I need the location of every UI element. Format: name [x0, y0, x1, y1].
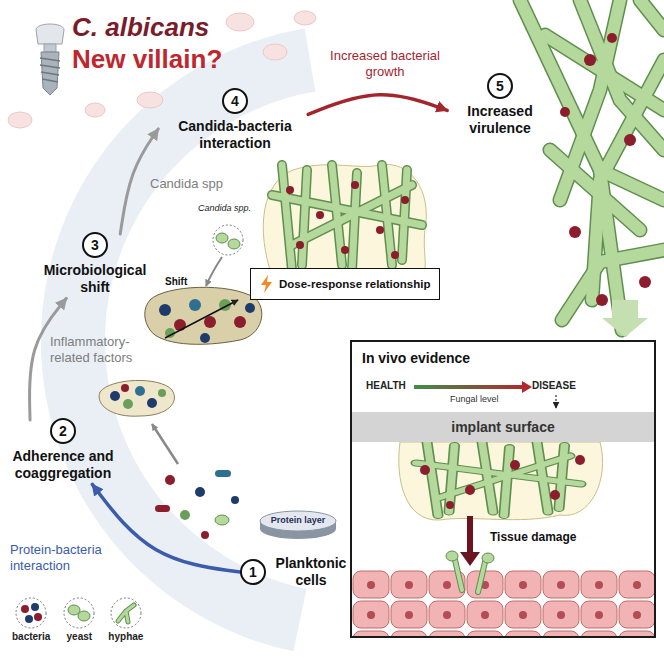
- panel-heading: In vivo evidence: [362, 350, 644, 367]
- stage-step: 5Increased virulence: [450, 73, 550, 137]
- arrow-label: Protein-bacteria interaction: [10, 542, 122, 574]
- title-question: New villain?: [72, 44, 222, 75]
- title-species: C. albicans: [72, 12, 209, 43]
- blood-cells: [8, 11, 316, 128]
- virulent-hyphae: [520, 0, 664, 337]
- box-label: Dose-response relationship: [279, 277, 430, 291]
- arrow-label: Inflammatory-related factors: [50, 334, 150, 366]
- band-label: implant surface: [451, 419, 554, 436]
- legend-icon: [62, 596, 96, 630]
- scale-end: DISEASE: [532, 380, 576, 392]
- planktonic-cells: [152, 424, 239, 539]
- protein-layer-disc: Protein layer: [258, 510, 338, 540]
- coaggregation-cluster: [99, 380, 174, 416]
- species-label: Candida spp.: [198, 203, 251, 214]
- stage-step: 3Microbiological shift: [37, 232, 153, 296]
- step-number: 1: [240, 559, 266, 585]
- legend-item: bacteria: [12, 596, 50, 643]
- legend-icon: [14, 596, 48, 630]
- stage-step: 2Adherence and coaggregation: [8, 418, 118, 482]
- step-number: 3: [82, 232, 108, 258]
- note-box: Dose-response relationship: [250, 268, 440, 300]
- legend-label: bacteria: [12, 631, 50, 643]
- stage-step: 4Candida-bacteria interaction: [160, 88, 310, 152]
- step-number: 4: [222, 88, 248, 114]
- step-label: Adherence and coaggregation: [8, 448, 118, 482]
- step-label: Candida-bacteria interaction: [160, 118, 310, 152]
- legend: bacteria yeast hyphae: [12, 596, 143, 643]
- step-label: Planktonic cells: [271, 555, 351, 589]
- step-number: 5: [487, 73, 513, 99]
- step-label: Increased virulence: [450, 103, 550, 137]
- legend-label: yeast: [67, 631, 93, 643]
- shift-label: Shift: [165, 276, 187, 288]
- in-vivo-illustration: [351, 341, 655, 637]
- scale-start: HEALTH: [366, 380, 406, 392]
- legend-label: hyphae: [108, 631, 143, 643]
- legend-item: hyphae: [108, 596, 143, 643]
- shift-cluster: [145, 225, 262, 344]
- stage-arrow: [92, 484, 242, 572]
- legend-icon: [109, 596, 143, 630]
- arrow-label: Candida spp: [150, 176, 223, 192]
- lightning-icon: [260, 275, 273, 293]
- implant-icon: [36, 24, 64, 95]
- damage-label: Tissue damage: [490, 530, 576, 544]
- legend-item: yeast: [62, 596, 96, 643]
- step-label: Microbiological shift: [37, 262, 153, 296]
- disc-label: Protein layer: [271, 515, 326, 540]
- scale-caption: Fungal level: [450, 394, 499, 405]
- implant-surface-band: implant surface: [352, 412, 654, 442]
- mixed-biofilm: [263, 164, 426, 275]
- step-number: 2: [50, 418, 76, 444]
- stage-arrow: [308, 95, 447, 115]
- stage-step: 1Planktonic cells: [240, 555, 351, 589]
- arrow-label: Increased bacterial growth: [330, 48, 440, 80]
